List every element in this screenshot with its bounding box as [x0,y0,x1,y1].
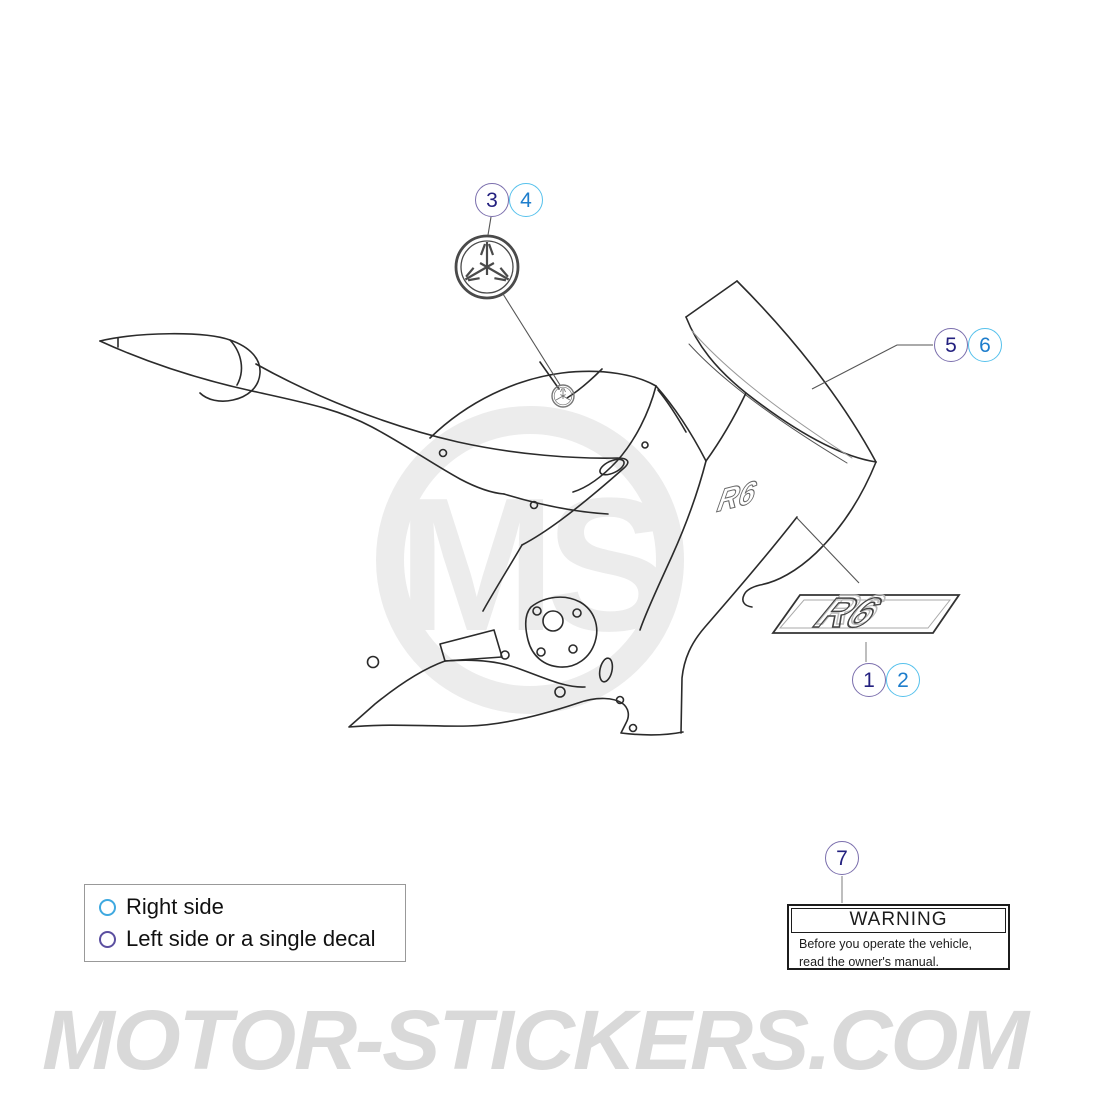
warning-label: WARNING Before you operate the vehicle, … [787,904,1010,970]
callout-2: 2 [886,663,920,697]
ms-watermark: MS [376,406,684,714]
legend-box: Right side Left side or a single decal [84,884,406,962]
belly-pan [348,629,684,736]
callout-5: 5 [934,328,968,362]
yamaha-emblem-icon [454,234,520,300]
callout-1: 1 [852,663,886,697]
front-fairing [438,385,877,734]
leader-lines [487,216,933,903]
svg-text:R6: R6 [715,473,760,519]
legend-item-label: Right side [126,894,224,919]
fairing-r6-marking: R6 [714,472,760,519]
callout-6: 6 [968,328,1002,362]
right-side-marker-icon [99,898,116,916]
fuel-tank [429,361,657,612]
warning-body: Before you operate the vehicle, read the… [789,933,1008,971]
callout-3: 3 [475,183,509,217]
r6-side-decal: R6 R6 [771,585,961,637]
warning-title: WARNING [791,908,1006,933]
left-side-marker-icon [99,930,116,948]
legend-item-left-side: Left side or a single decal [99,926,405,952]
tail-section [99,332,629,546]
engine-cover [524,596,598,668]
svg-text:MS: MS [398,459,666,671]
warning-body-line1: Before you operate the vehicle, [799,937,973,951]
footer-watermark: MOTOR-STICKERS.COM [42,993,1029,1087]
tank-emblem-icon [551,384,575,408]
callout-4: 4 [509,183,543,217]
callout-7: 7 [825,841,859,875]
windscreen [685,280,877,464]
legend-item-label: Left side or a single decal [126,926,376,951]
warning-body-line2: read the owner's manual. [799,955,939,970]
legend-item-right-side: Right side [99,894,405,920]
